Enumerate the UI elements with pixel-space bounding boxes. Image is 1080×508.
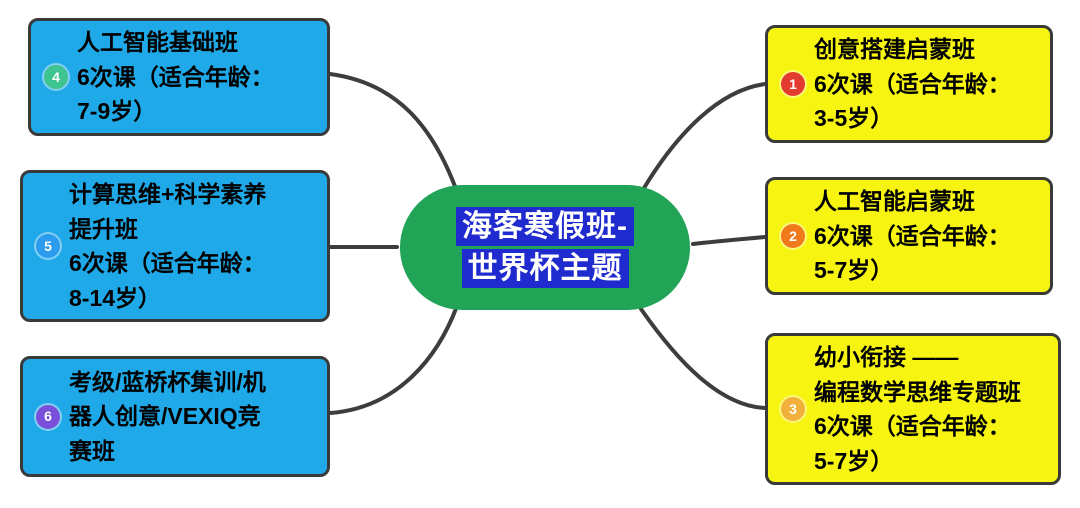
connector-left-bottom (328, 304, 459, 415)
node-text: 人工智能基础班 6次课（适合年龄： 7-9岁） (77, 25, 274, 129)
node-text-line: 器人创意/VEXIQ竞 (69, 403, 261, 430)
node-text-line: 5-7岁） (814, 257, 894, 284)
node-text-line: 人工智能基础班 (77, 29, 238, 56)
center-topic-line-2: 世界杯主题 (461, 249, 629, 288)
node-text-line: 6次课（适合年龄： (77, 63, 274, 90)
badge-number-2: 2 (781, 224, 805, 248)
connector-right-top (642, 82, 767, 190)
connector-right-middle (691, 235, 767, 246)
node-text-line: 人工智能启蒙班 (814, 188, 975, 215)
node-text-line: 考级/蓝桥杯集训/机 (69, 368, 266, 395)
node-text-line: 幼小衔接 —— (814, 344, 959, 370)
badge-number-5: 5 (36, 234, 60, 258)
badge-number-4: 4 (44, 65, 68, 89)
badge-number-6: 6 (36, 404, 60, 429)
node-text: 幼小衔接 —— 编程数学思维专题班 6次课（适合年龄： 5-7岁） (814, 340, 1021, 478)
node-preschool-bridge-class: 3 幼小衔接 —— 编程数学思维专题班 6次课（适合年龄： 5-7岁） (765, 333, 1061, 485)
node-text-line: 5-7岁） (814, 447, 894, 474)
node-text: 人工智能启蒙班 6次课（适合年龄： 5-7岁） (814, 184, 1011, 288)
node-computational-thinking-class: 5 计算思维+科学素养 提升班 6次课（适合年龄： 8-14岁） (20, 170, 330, 322)
node-text-line: 6次课（适合年龄： (69, 250, 266, 276)
node-text-line: 6次课（适合年龄： (814, 70, 1011, 97)
node-text: 计算思维+科学素养 提升班 6次课（适合年龄： 8-14岁） (69, 177, 266, 315)
center-topic-line-1: 海客寒假班- (456, 207, 634, 246)
node-text-line: 7-9岁） (77, 98, 157, 125)
node-text-line: 8-14岁） (69, 284, 162, 311)
node-competition-class: 6 考级/蓝桥杯集训/机 器人创意/VEXIQ竞 赛班 (20, 356, 330, 477)
badge-number-3: 3 (781, 397, 805, 421)
node-text-line: 3-5岁） (814, 105, 894, 132)
node-text-line: 赛班 (69, 437, 115, 464)
node-text-line: 创意搭建启蒙班 (814, 36, 975, 63)
node-text: 考级/蓝桥杯集训/机 器人创意/VEXIQ竞 赛班 (69, 365, 266, 469)
center-topic-node: 海客寒假班- 世界杯主题 (400, 185, 690, 310)
node-ai-intro-class: 2 人工智能启蒙班 6次课（适合年龄： 5-7岁） (765, 177, 1053, 295)
connector-right-bottom (639, 307, 767, 410)
node-text-line: 计算思维+科学素养 (69, 181, 267, 207)
node-text-line: 6次课（适合年龄： (814, 222, 1011, 249)
node-text-line: 编程数学思维专题班 (814, 378, 1021, 405)
node-creative-building-class: 1 创意搭建启蒙班 6次课（适合年龄： 3-5岁） (765, 25, 1053, 143)
connector-left-top (328, 72, 458, 191)
node-ai-basics-class: 4 人工智能基础班 6次课（适合年龄： 7-9岁） (28, 18, 330, 136)
badge-number-1: 1 (781, 72, 805, 96)
node-text: 创意搭建启蒙班 6次课（适合年龄： 3-5岁） (814, 32, 1011, 136)
node-text-line: 提升班 (69, 215, 138, 242)
node-text-line: 6次课（适合年龄： (814, 413, 1011, 439)
